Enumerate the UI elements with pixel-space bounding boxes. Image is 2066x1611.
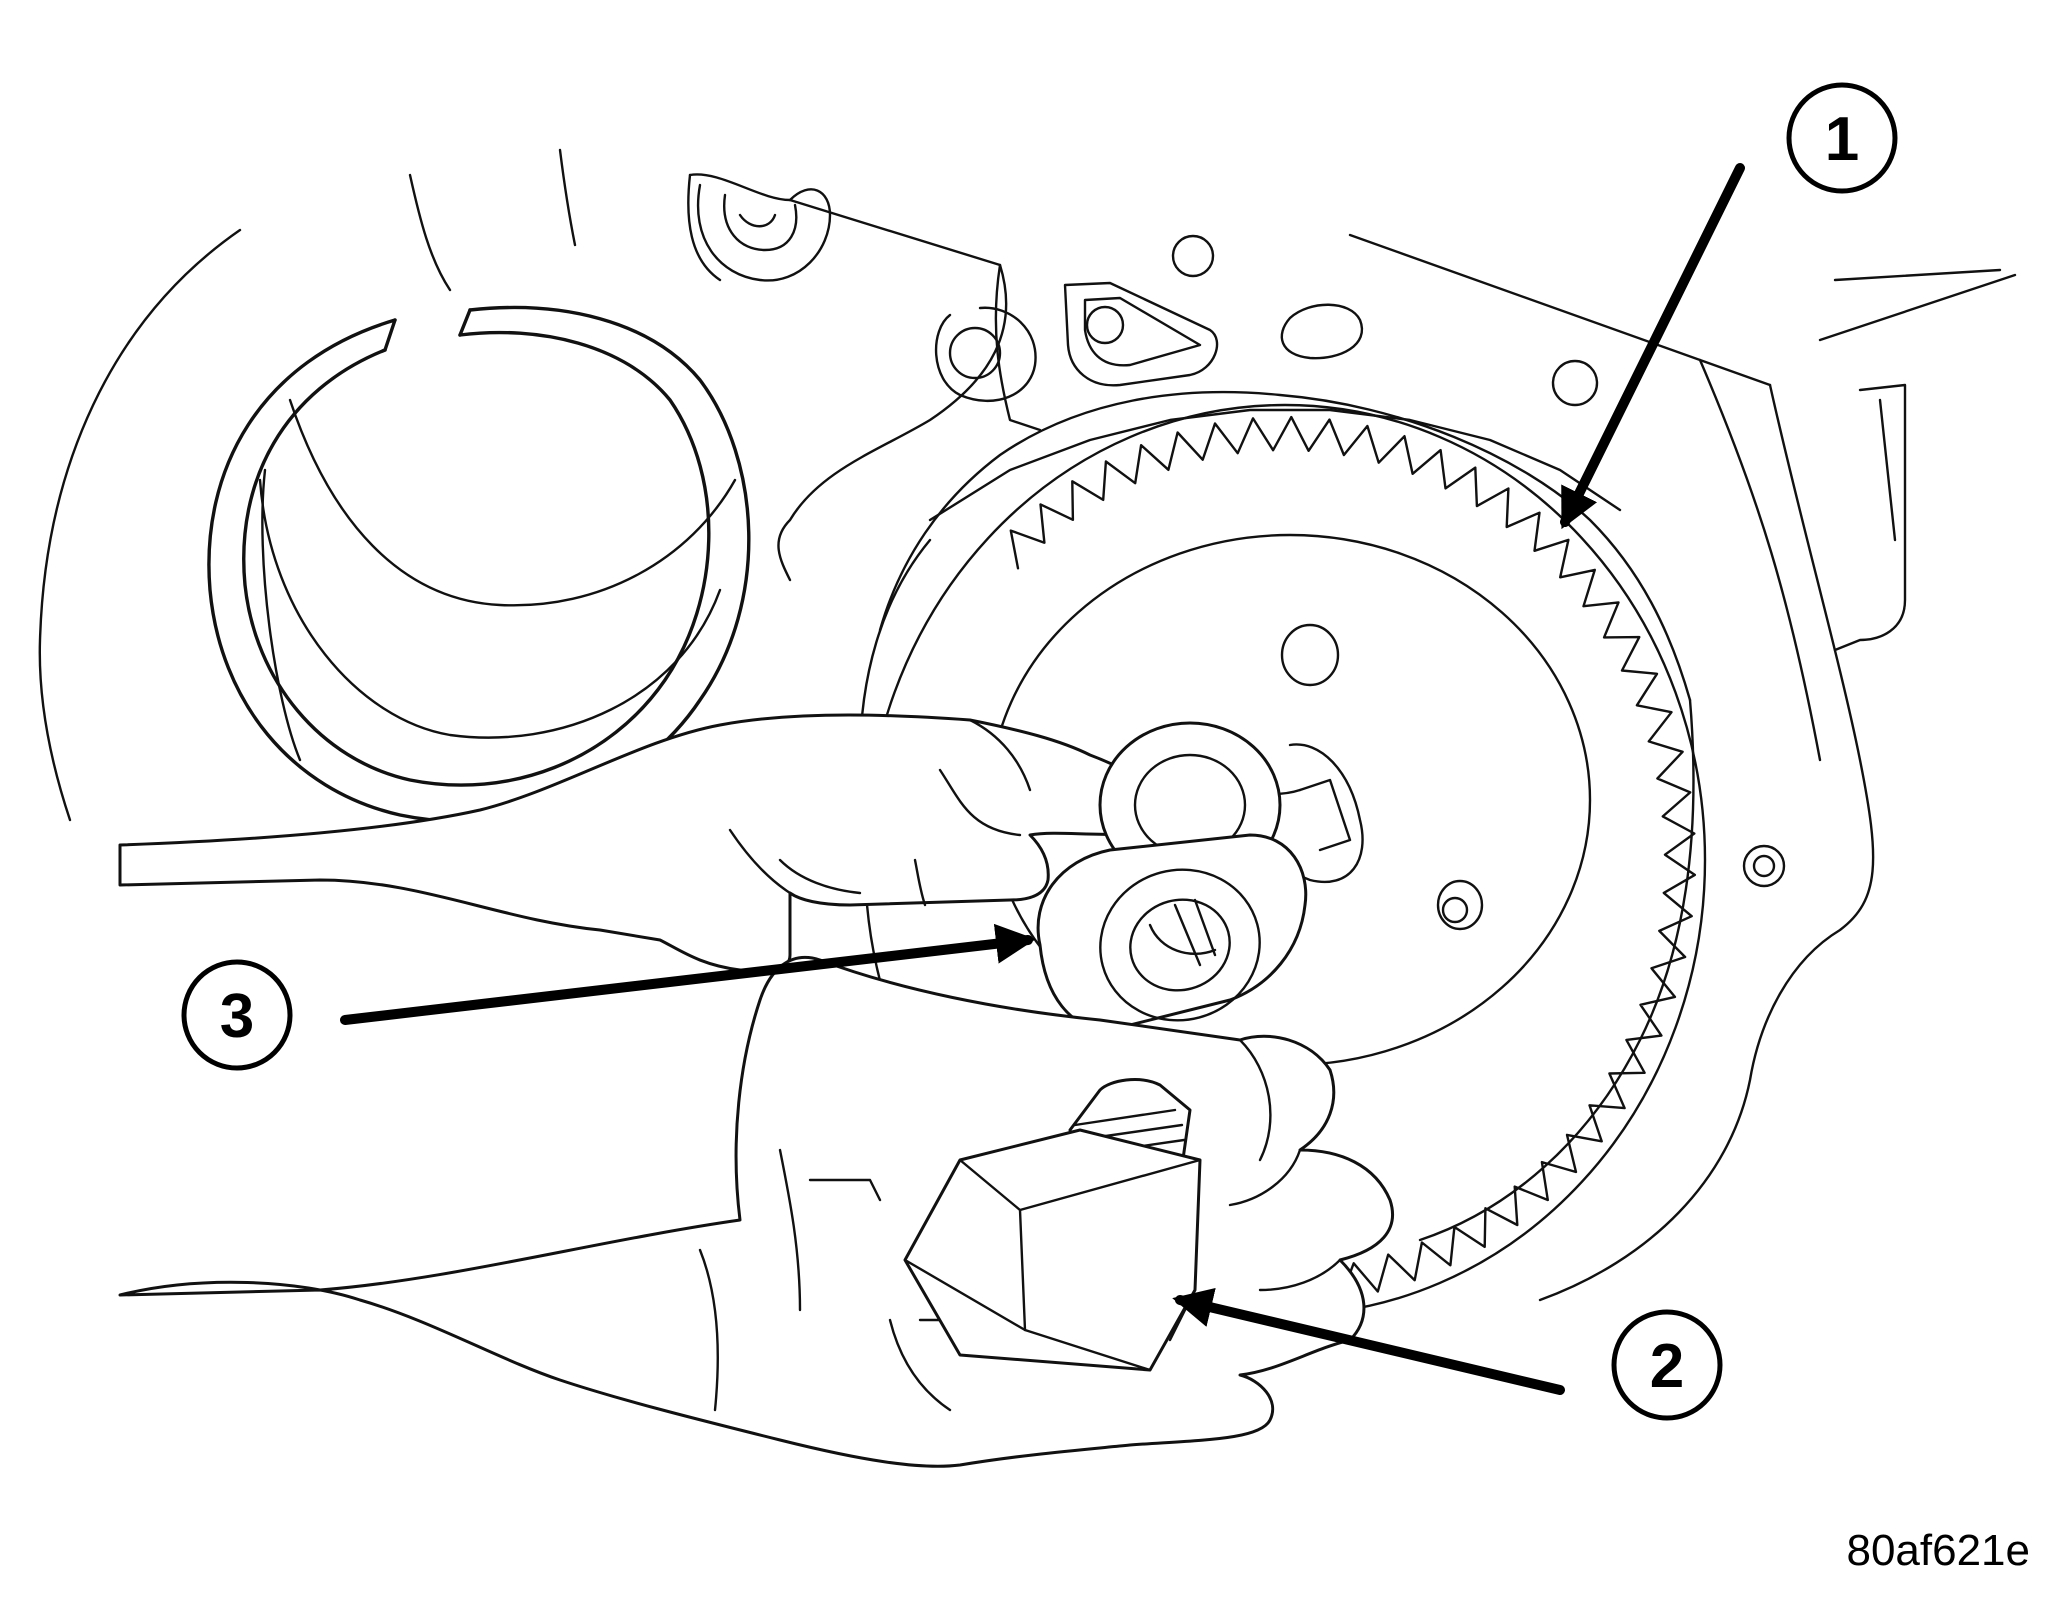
- gear-teeth: [1009, 415, 1696, 1304]
- upper-hand: [118, 713, 1175, 974]
- leader-arrow-2: [1172, 1287, 1565, 1395]
- callout-1-number: 1: [1825, 105, 1859, 174]
- callout-1: 1: [1786, 82, 1898, 194]
- callout-3-number: 3: [220, 982, 254, 1051]
- figure-id: 80af621e: [1846, 1526, 2030, 1575]
- callout-2: 2: [1611, 1309, 1723, 1421]
- washer: [1036, 721, 1308, 1032]
- leader-arrow-1: [1560, 163, 1745, 530]
- transfer-case-housing: [38, 148, 2017, 1302]
- leader-lines: [340, 163, 1745, 1395]
- leader-arrow-3: [340, 923, 1036, 1025]
- callout-3: 3: [181, 959, 293, 1071]
- bolt: [903, 1078, 1202, 1372]
- lower-hand: [118, 955, 1395, 1468]
- callout-2-number: 2: [1650, 1332, 1684, 1401]
